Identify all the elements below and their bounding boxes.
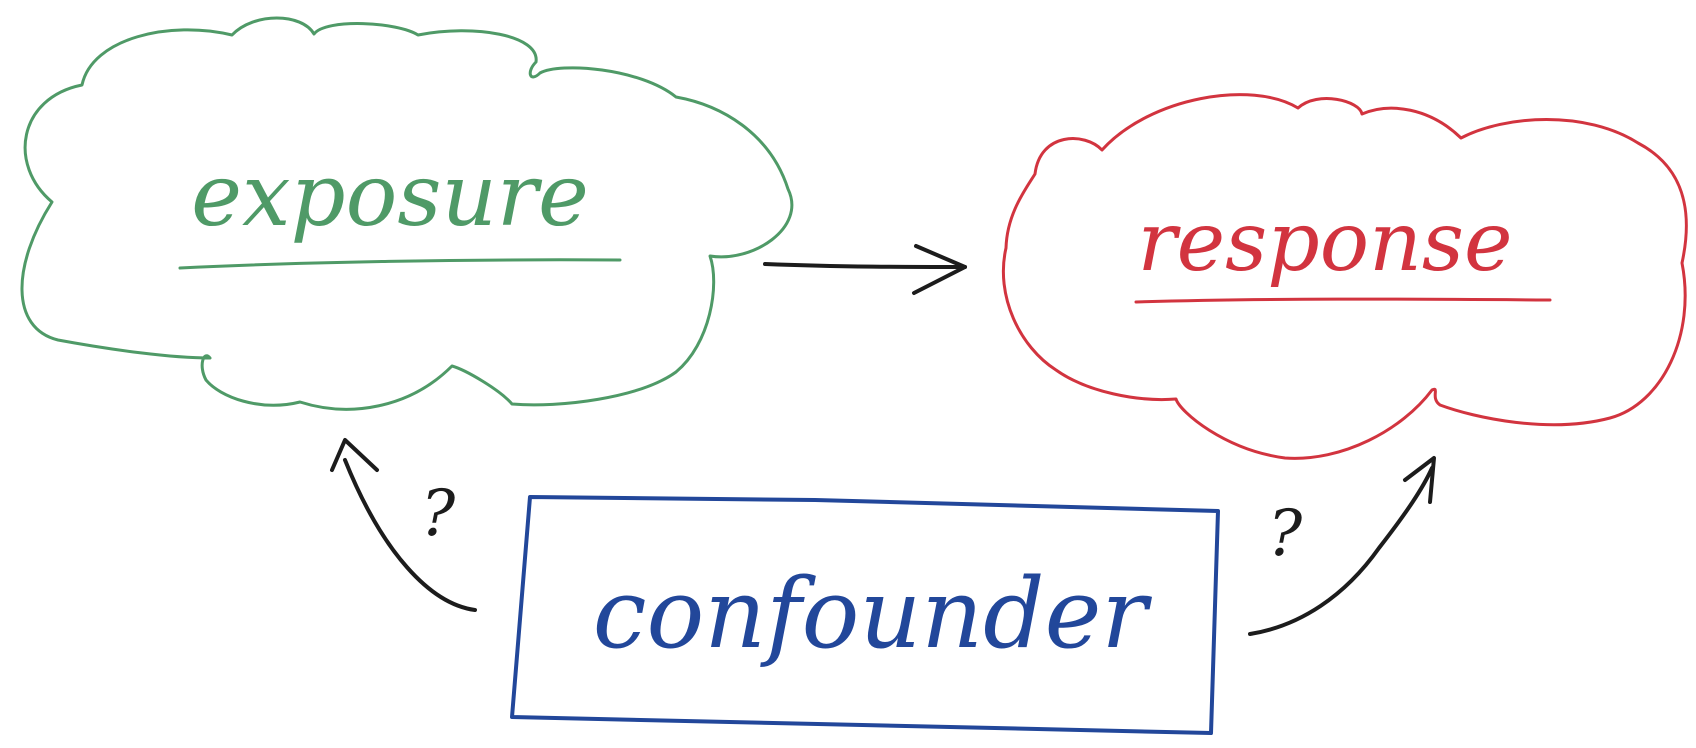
- exposure-to-response-arrow-line: [763, 262, 967, 269]
- edge-exposure-to-response: [763, 244, 967, 295]
- confounder-label: confounder: [593, 558, 1153, 670]
- exposure-cloud-outline: [20, 16, 794, 411]
- confounder-box-outline: [510, 495, 1220, 735]
- confounder-to-exposure-arrowhead: [330, 438, 379, 472]
- confounder-to-response-arrowhead: [1403, 456, 1436, 504]
- confounder-to-exposure-question-mark: ?: [421, 477, 456, 551]
- edge-confounder-to-exposure: ?: [330, 438, 477, 612]
- exposure-label: exposure: [191, 146, 589, 246]
- confounder-to-exposure-arrow-line: [343, 458, 477, 612]
- confounder-to-response-question-mark: ?: [1268, 497, 1303, 571]
- response-label: response: [1137, 195, 1512, 290]
- exposure-underline: [178, 258, 622, 270]
- edge-confounder-to-response: ?: [1248, 456, 1436, 636]
- response-underline: [1134, 297, 1552, 304]
- response-cloud-outline: [1001, 93, 1688, 460]
- confounder-to-response-arrow-line: [1248, 466, 1434, 636]
- confounder-node: confounder: [510, 495, 1220, 735]
- response-node: response: [1001, 93, 1688, 460]
- exposure-to-response-arrowhead: [912, 244, 967, 295]
- exposure-node: exposure: [20, 16, 794, 411]
